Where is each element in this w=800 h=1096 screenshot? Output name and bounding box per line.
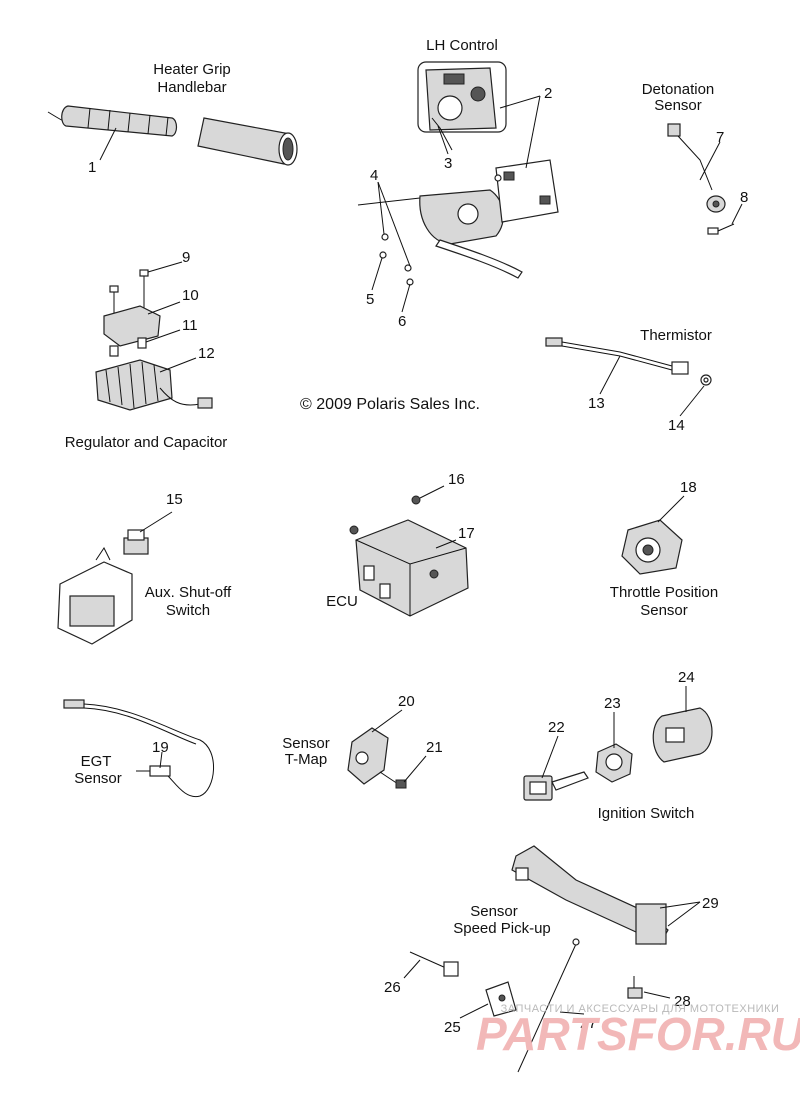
section-labels: Heater Grip Handlebar LH Control Detonat… — [65, 37, 719, 937]
label-ecu: ECU — [326, 593, 358, 610]
callout-6: 6 — [398, 313, 406, 330]
leader-lines — [99, 95, 743, 1019]
label-aux-switch: Switch — [166, 602, 210, 619]
callout-20: 20 — [398, 693, 415, 710]
label-throttle-position: Throttle Position — [610, 584, 718, 601]
callout-4: 4 — [370, 167, 378, 184]
callout-13: 13 — [588, 395, 605, 412]
label-heater-grip: Heater Grip — [153, 61, 231, 78]
watermark-logo: PARTSFOR.RU — [476, 1008, 800, 1060]
handlebar-tube-part — [197, 117, 298, 166]
label-speed-sensor: Sensor — [470, 903, 518, 920]
capacitor-part — [103, 305, 161, 357]
callout-3: 3 — [444, 155, 452, 172]
callout-23: 23 — [604, 695, 621, 712]
ignition-switch-part — [652, 707, 713, 763]
lh-control-upper-part — [417, 61, 507, 151]
callout-26: 26 — [384, 979, 401, 996]
callout-18: 18 — [680, 479, 697, 496]
label-handlebar: Handlebar — [157, 79, 226, 96]
callout-12: 12 — [198, 345, 215, 362]
callout-1: 1 — [88, 159, 96, 176]
heater-grip-part — [47, 105, 178, 137]
callout-11: 11 — [182, 317, 198, 334]
callout-25: 25 — [444, 1019, 461, 1036]
label-detonation-sensor: Sensor — [654, 97, 702, 114]
callout-28: 28 — [674, 993, 691, 1010]
tmap-sensor-part — [347, 727, 399, 785]
callout-29: 29 — [702, 895, 719, 912]
watermark-tagline: ЗАПЧАСТИ И АКСЕССУАРЫ ДЛЯ МОТОТЕХНИКИ — [501, 1003, 780, 1015]
thermistor-washer-part — [700, 374, 712, 386]
throttle-position-sensor-part — [621, 519, 683, 575]
label-lh-control: LH Control — [426, 37, 498, 54]
ignition-key-part — [523, 771, 589, 801]
copyright-text: © 2009 Polaris Sales Inc. — [300, 396, 480, 413]
callout-17: 17 — [458, 525, 475, 542]
aux-switch-part — [123, 529, 149, 555]
egt-sensor-part — [63, 699, 214, 798]
detonation-sensor-part — [667, 123, 726, 213]
label-thermistor: Thermistor — [640, 327, 712, 344]
callout-7: 7 — [716, 129, 724, 146]
speed-sensor-screw-part — [627, 976, 643, 999]
speed-sensor-tie-part — [517, 938, 580, 1073]
label-tmap: T-Map — [285, 751, 328, 768]
label-regulator: Regulator and Capacitor — [65, 434, 228, 451]
callout-8: 8 — [740, 189, 748, 206]
label-aux-shutoff: Aux. Shut-off — [145, 584, 232, 601]
callout-15: 15 — [166, 491, 183, 508]
callout-numbers: 1 2 3 4 5 6 7 8 9 10 11 12 13 14 15 16 1… — [88, 85, 748, 1036]
lh-control-lower-part — [357, 159, 559, 279]
label-egt-sensor: Sensor — [74, 770, 122, 787]
aux-switch-bracket-part — [57, 547, 133, 645]
callout-5: 5 — [366, 291, 374, 308]
ignition-nut-part — [595, 743, 633, 783]
speed-sensor-harness-part — [511, 845, 669, 945]
tmap-bolt-part — [395, 779, 407, 789]
callout-2: 2 — [544, 85, 552, 102]
callout-16: 16 — [448, 471, 465, 488]
regulator-part — [95, 359, 213, 411]
callout-9: 9 — [182, 249, 190, 266]
callout-21: 21 — [426, 739, 443, 756]
callout-22: 22 — [548, 719, 565, 736]
callout-14: 14 — [668, 417, 685, 434]
watermark: ЗАПЧАСТИ И АКСЕССУАРЫ ДЛЯ МОТОТЕХНИКИ PA… — [476, 1003, 800, 1060]
label-detonation: Detonation — [642, 81, 715, 98]
speed-sensor-bracket-part — [485, 981, 517, 1017]
callout-10: 10 — [182, 287, 199, 304]
ecu-nuts — [349, 495, 439, 579]
detonation-bolt-part — [707, 223, 735, 235]
ecu-part — [355, 519, 469, 617]
label-egt: EGT — [81, 753, 112, 770]
label-tmap-sensor: Sensor — [282, 735, 330, 752]
callout-24: 24 — [678, 669, 695, 686]
callout-19: 19 — [152, 739, 169, 756]
callout-27: 27 — [580, 1015, 597, 1032]
label-tps-sensor: Sensor — [640, 602, 688, 619]
label-ignition-switch: Ignition Switch — [598, 805, 695, 822]
label-speed-pickup: Speed Pick-up — [453, 920, 551, 937]
speed-sensor-pin-part — [409, 951, 459, 977]
